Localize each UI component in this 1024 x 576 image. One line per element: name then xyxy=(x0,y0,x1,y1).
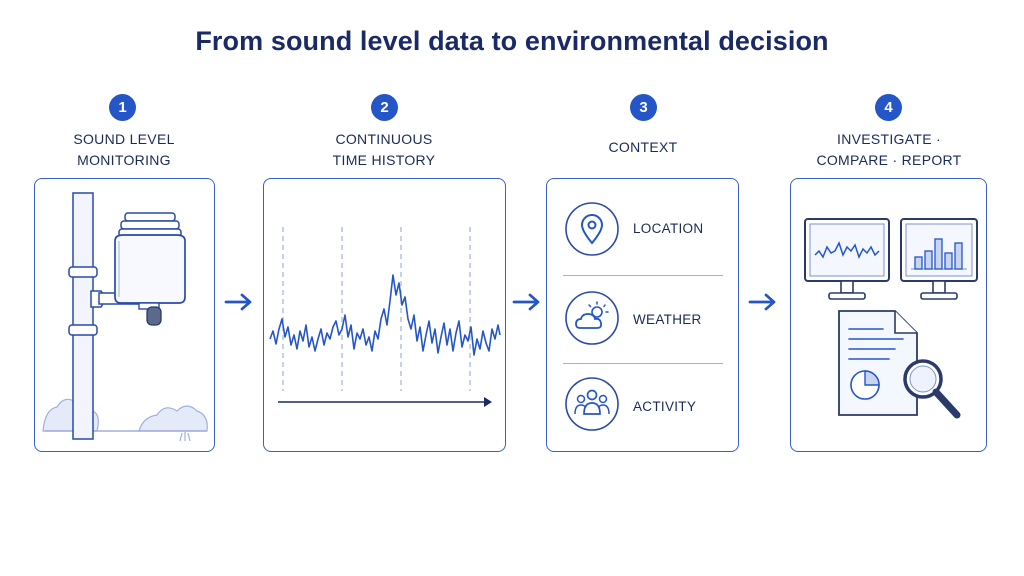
step-3-label-line1: CONTEXT xyxy=(608,139,678,155)
panel-monitoring xyxy=(34,178,215,452)
magnifier-icon xyxy=(903,359,961,419)
step-2-label: CONTINUOUS TIME HISTORY xyxy=(294,129,474,171)
step-2-number: 2 xyxy=(371,94,398,121)
arrow-right-icon xyxy=(224,293,252,311)
context-location-label: LOCATION xyxy=(633,221,704,236)
people-icon xyxy=(565,377,619,431)
page-title: From sound level data to environmental d… xyxy=(195,26,829,56)
context-weather-label: WEATHER xyxy=(633,312,702,327)
step-1-label-line2: MONITORING xyxy=(77,152,171,168)
step-3-number: 3 xyxy=(630,94,657,121)
panel-time-history xyxy=(263,178,506,452)
arrow-right-icon xyxy=(748,293,776,311)
step-2-label-line1: CONTINUOUS xyxy=(335,131,433,147)
step-4-label-line1: INVESTIGATE · xyxy=(837,131,941,147)
context-divider xyxy=(563,363,723,364)
step-1-label-line1: SOUND LEVEL xyxy=(73,131,175,147)
step-2-label-line2: TIME HISTORY xyxy=(332,152,436,168)
location-pin-icon xyxy=(565,202,619,256)
step-4-label-line2: COMPARE · REPORT xyxy=(816,152,962,168)
arrow-right-icon xyxy=(512,293,540,311)
step-1-number: 1 xyxy=(109,94,136,121)
cloud-sun-icon xyxy=(565,291,619,345)
context-divider xyxy=(563,275,723,276)
step-4-label: INVESTIGATE · COMPARE · REPORT xyxy=(789,129,989,171)
step-1-label: SOUND LEVEL MONITORING xyxy=(34,129,214,171)
waveform-icon xyxy=(269,227,501,407)
sound-monitor-icon xyxy=(42,192,208,442)
step-4-number: 4 xyxy=(875,94,902,121)
context-activity-label: ACTIVITY xyxy=(633,399,697,414)
monitor-line-chart-icon xyxy=(804,218,890,300)
panel-context: LOCATION WEATHER ACTIVITY xyxy=(546,178,739,452)
panel-investigate xyxy=(790,178,987,452)
step-3-label: CONTEXT xyxy=(553,137,733,158)
monitor-bar-chart-icon xyxy=(900,218,978,300)
report-document-icon xyxy=(838,310,918,416)
